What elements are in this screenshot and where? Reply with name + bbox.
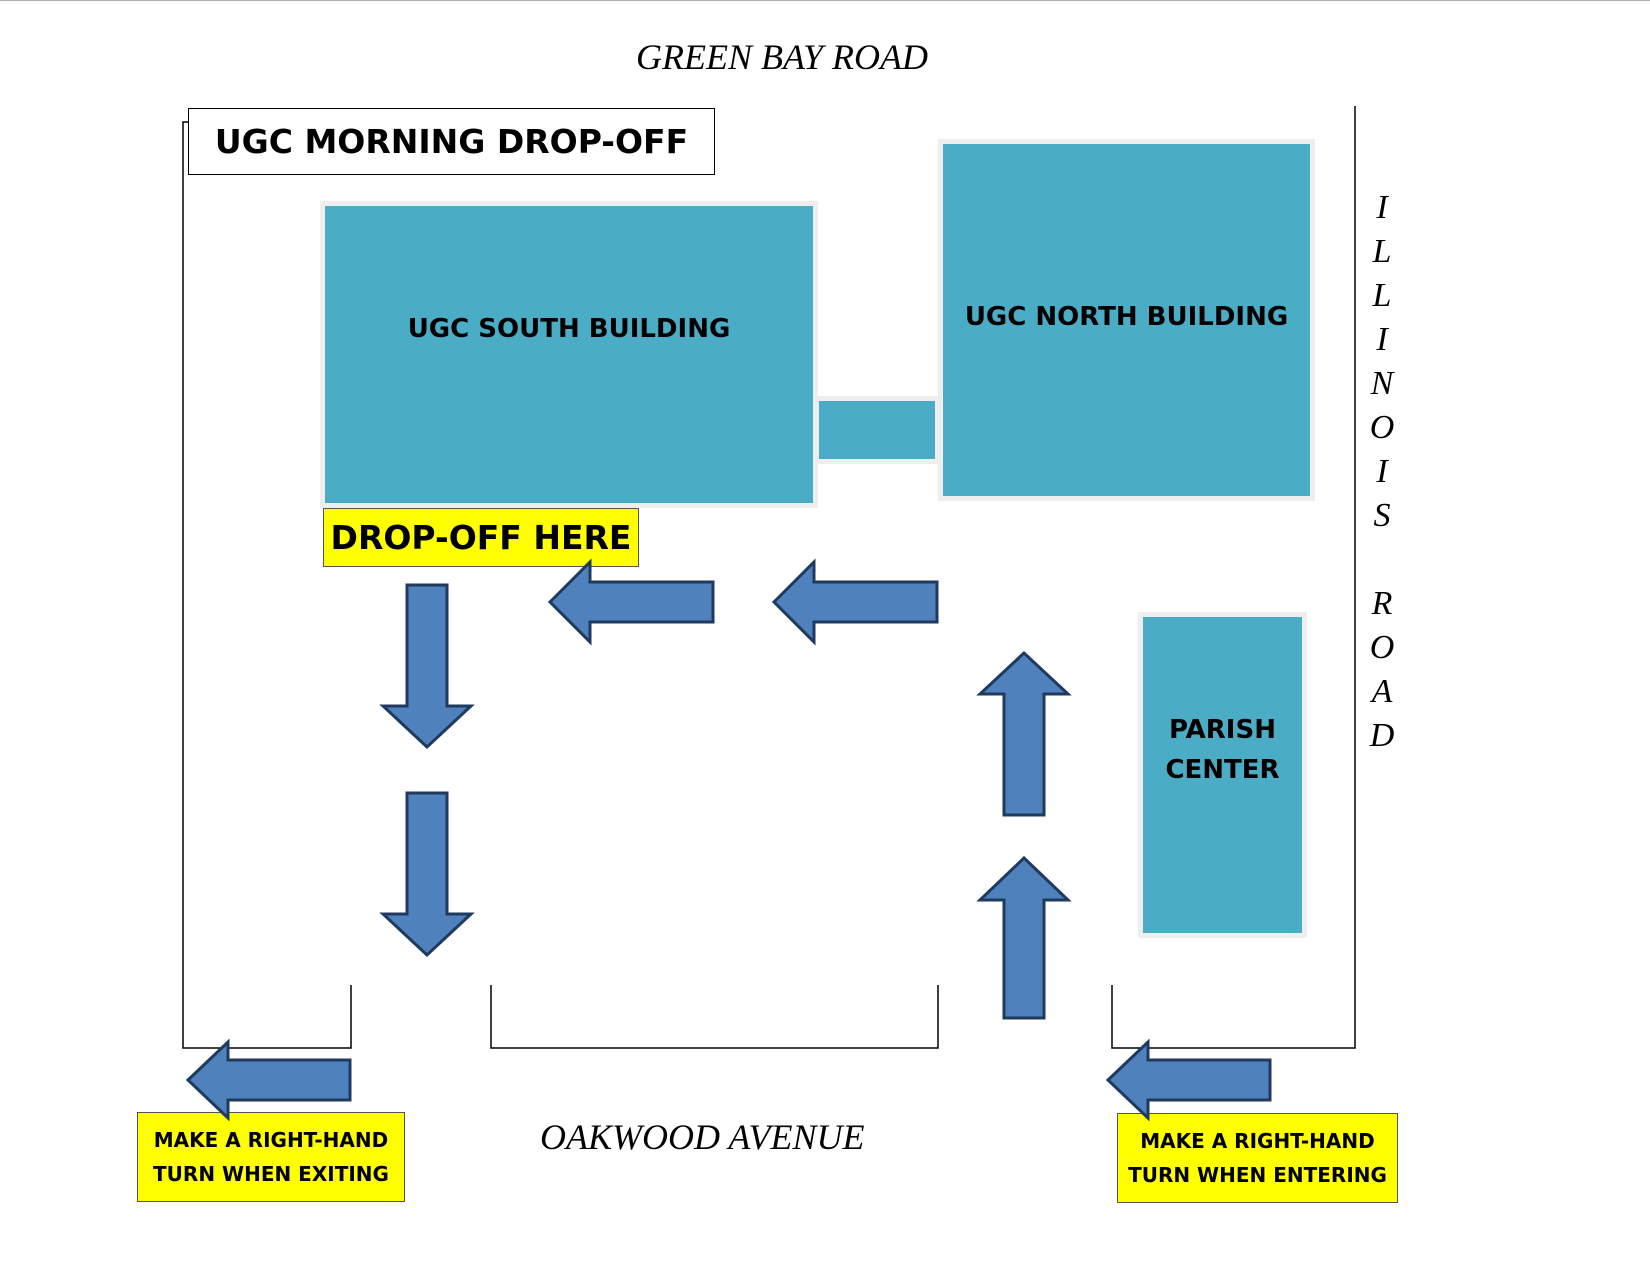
exit-instruction-line2: TURN WHEN EXITING bbox=[153, 1162, 389, 1186]
top-rule bbox=[0, 0, 1650, 1]
parish-center-label-line2: CENTER bbox=[1165, 755, 1280, 785]
arrow-left-to-dropoff bbox=[547, 558, 715, 646]
exit-instruction-note: MAKE A RIGHT-HAND TURN WHEN EXITING bbox=[137, 1112, 405, 1202]
street-illinois-road-letter: D bbox=[1369, 717, 1395, 754]
arrow-up-upper bbox=[976, 650, 1072, 817]
arrow-down-upper bbox=[379, 583, 475, 750]
arrow-down-lower bbox=[379, 791, 475, 958]
arrow-exit-left bbox=[185, 1038, 352, 1122]
street-illinois-road-letter: I bbox=[1376, 189, 1388, 226]
street-illinois-road-letter: O bbox=[1369, 409, 1395, 446]
street-illinois-road-letter: O bbox=[1369, 629, 1395, 666]
enter-instruction-note: MAKE A RIGHT-HAND TURN WHEN ENTERING bbox=[1117, 1113, 1398, 1203]
street-green-bay-road: GREEN BAY ROAD bbox=[636, 37, 928, 77]
ugc-north-building: UGC NORTH BUILDING bbox=[938, 139, 1315, 501]
arrow-enter-left bbox=[1105, 1038, 1272, 1122]
ugc-south-building-label: UGC SOUTH BUILDING bbox=[407, 314, 731, 344]
arrow-up-lower bbox=[976, 855, 1072, 1020]
street-illinois-road-letter: S bbox=[1373, 497, 1391, 534]
parish-center-label-line1: PARISH bbox=[1169, 715, 1276, 745]
street-oakwood-avenue: OAKWOOD AVENUE bbox=[540, 1117, 865, 1157]
lot-boundary-west bbox=[182, 121, 352, 1049]
street-illinois-road-letter: N bbox=[1370, 365, 1394, 402]
parish-center-label: PARISH CENTER bbox=[1143, 710, 1302, 790]
ugc-north-building-label: UGC NORTH BUILDING bbox=[964, 302, 1289, 332]
street-illinois-road-letter: A bbox=[1371, 673, 1393, 710]
building-connector bbox=[814, 396, 940, 464]
street-illinois-road-letter: R bbox=[1371, 585, 1393, 622]
drop-off-here-label: DROP-OFF HERE bbox=[323, 508, 639, 567]
street-illinois-road-letter: L bbox=[1372, 233, 1392, 270]
ugc-south-building: UGC SOUTH BUILDING bbox=[320, 201, 818, 508]
street-illinois-road-letter: I bbox=[1376, 321, 1388, 358]
enter-instruction-line2: TURN WHEN ENTERING bbox=[1128, 1163, 1387, 1187]
page-title: UGC MORNING DROP-OFF bbox=[188, 108, 715, 175]
enter-instruction-line1: MAKE A RIGHT-HAND bbox=[1140, 1129, 1375, 1153]
street-illinois-road-letter: I bbox=[1376, 453, 1388, 490]
arrow-left-east bbox=[771, 558, 939, 646]
exit-instruction-line1: MAKE A RIGHT-HAND bbox=[153, 1128, 389, 1152]
street-illinois-road-letter: L bbox=[1372, 277, 1392, 314]
lot-boundary-middle bbox=[490, 985, 939, 1049]
lot-boundary-east bbox=[1111, 106, 1356, 1049]
parish-center-building: PARISH CENTER bbox=[1138, 612, 1307, 938]
